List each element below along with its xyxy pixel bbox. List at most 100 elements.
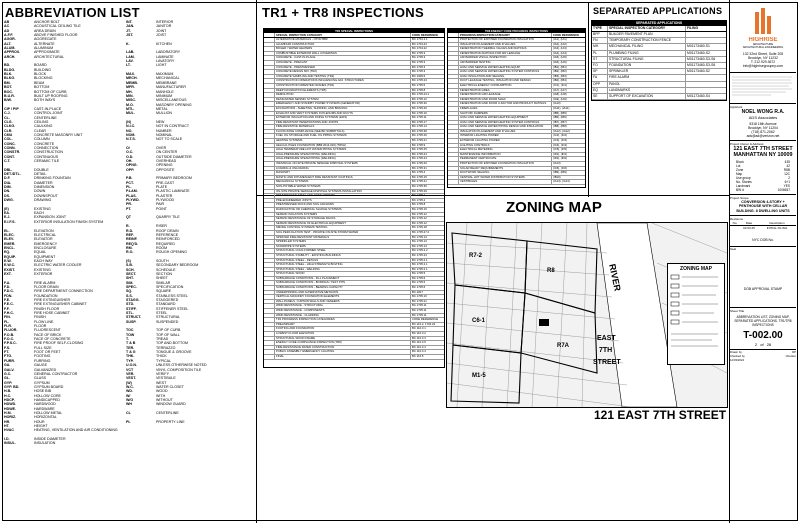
abbreviation-meaning: NOT TO SCALE xyxy=(156,137,183,142)
abbreviation-code: FDN. xyxy=(4,293,13,298)
abbreviation-meaning: DRAWING xyxy=(34,198,52,203)
inspection-category: FENESTRATION THERMAL VALUES AND RATINGS xyxy=(459,47,552,51)
code-reference: BC 1704.22 xyxy=(412,47,427,51)
row-check xyxy=(448,97,459,102)
abbreviation-meaning: FIRE DEPARTMENT CONNECTION xyxy=(34,289,93,294)
code-reference: BC 1705.3 xyxy=(412,60,426,64)
abbreviation-meaning: STRUCTURAL xyxy=(156,315,181,320)
inspection-category: HIGH-PRESSURE STEAM PIPING (WELDING) xyxy=(275,152,411,157)
abbreviation-meaning: EXISTING xyxy=(34,267,51,272)
inspection-category: EXTERIOR INSULATION AND FINISH SYSTEMS (… xyxy=(275,116,411,120)
table-row: VESTIBULES(IA14), (IA14) xyxy=(448,180,585,185)
highrise-logo xyxy=(755,8,771,34)
abbreviation-meaning: THICK xyxy=(156,354,167,359)
sheet-title-section: Sheet Title ABBREVIATION LIST, ZONING MA… xyxy=(730,307,796,347)
zone-label: R7-2 xyxy=(469,253,483,259)
abbreviation-meaning: ABOVE FINISHED FLOOR xyxy=(34,33,78,38)
application-type: FN xyxy=(592,38,608,44)
code-reference: (IA13) xyxy=(553,162,561,166)
abbreviation-meaning: SECTION xyxy=(156,271,172,276)
zone-label: C6-1 xyxy=(472,318,486,324)
code-reference: BC 1705.20 xyxy=(412,106,427,110)
abbreviation-meaning: WEST xyxy=(156,380,167,385)
abbreviation-code: PR. xyxy=(126,202,132,207)
table-row: CONCRETE SAMPLING AND TESTING (TR2)BC 19… xyxy=(264,74,444,80)
abbreviation-code: MAX. xyxy=(126,72,135,77)
table-row: HVAC AND SERVICE WATER HEATING SYSTEM CO… xyxy=(448,120,585,126)
code-reference: BC 1905.6 xyxy=(412,74,426,78)
inspection-category: SUBSURFACE CONDITIONS - BEARING CAPACITY xyxy=(275,286,411,290)
table-row: HELICAL PILES FOUNDATION (BB# 2014-020) … xyxy=(264,143,444,149)
abbreviation-meaning: LAVATORY xyxy=(156,59,175,64)
abbreviation-code: ENCL. xyxy=(4,245,15,250)
abbreviation-meaning: ALTERNATE xyxy=(34,41,55,46)
application-description: BUILDER PAVEMENT PLAN xyxy=(608,32,686,38)
legend-swatches xyxy=(670,274,718,347)
table-row: INDIVIDUAL ON-SITE PRIVATE SEWAGE DISPOS… xyxy=(264,162,444,167)
inspection-category: DUCT LEAKAGE TESTING, INSULATION AND DES… xyxy=(459,79,552,83)
inspection-category: FINAL xyxy=(275,354,411,359)
inspection-category: STRUCTURAL STABILITY - EXISTING BUILDING… xyxy=(275,253,411,258)
row-check xyxy=(264,281,275,286)
section-divider xyxy=(256,195,729,196)
abbreviation-meaning: SECONDARY BEDROOM xyxy=(156,263,199,268)
code-reference: (IC3), (IC3) xyxy=(553,139,567,143)
abbreviation-meaning: ELEVATION xyxy=(34,228,54,233)
code-reference: BC 1705.27.2 xyxy=(412,230,430,234)
table-row: FIREPLACES(IA11), (IA11) xyxy=(448,106,585,112)
table-row: ENERGY CODE COMPLIANCE INSPECTION (TR8)B… xyxy=(264,341,444,346)
abbreviation-meaning: PLASTIC LAMINATE xyxy=(156,189,190,194)
code-reference: (IA4), (IA4) xyxy=(553,51,567,55)
row-check xyxy=(264,230,275,235)
row-check xyxy=(448,102,459,106)
abbreviation-code: INT. xyxy=(126,20,133,24)
separated-applications-table: SEPARATED APPLICATIONS TYPE SPECIAL INSP… xyxy=(591,20,727,102)
column-header: SPECIAL INSPECTION CATEGORY xyxy=(275,33,411,37)
row-check xyxy=(264,309,275,313)
row-check xyxy=(448,51,459,56)
code-reference: (IB3), (IB3) xyxy=(553,74,567,78)
abbreviation-meaning: KITCHEN xyxy=(156,41,172,46)
abbreviation-meaning: STAGGERED xyxy=(156,298,179,302)
code-reference: (IB4), (IB4) xyxy=(553,79,567,83)
abbreviation-meaning: WOOD xyxy=(156,389,168,394)
inspection-category: CONCRETE SAMPLING AND TESTING (TR2) xyxy=(275,74,411,79)
table-row: ELECTRICAL ENERGY CONSUMPTION(IC1), (IC1… xyxy=(448,83,585,89)
table-row: CENTRAL HOT WATER DISTRIBUTION SYSTEMS(I… xyxy=(448,175,585,181)
legal-notes xyxy=(730,72,796,103)
abbreviation-code: (W) xyxy=(126,380,132,385)
abbreviation-meaning: BLOCKING xyxy=(34,76,53,81)
code-reference: BC 1705.13 xyxy=(412,244,427,248)
drawn-label: Drawn by xyxy=(730,350,742,355)
table-row: HVAC AND SERVICE WATER HEATING EQUIP.(IB… xyxy=(448,65,585,71)
abbreviation-meaning: CEILING xyxy=(34,119,49,124)
abbreviation-code: ALT. xyxy=(4,41,12,46)
abbreviation-row: CL.CENTERLINE xyxy=(4,116,254,120)
abbreviation-code: REINF. xyxy=(126,237,138,242)
row-check xyxy=(264,354,275,359)
abbreviation-code: P.B. xyxy=(126,176,133,181)
abbreviation-meaning: EQUAL xyxy=(34,250,47,255)
abbreviation-code: E.I.F.S. xyxy=(4,219,16,224)
abbreviation-meaning: NOT IN CONTRACT xyxy=(156,124,190,129)
row-check xyxy=(264,129,275,134)
row-check xyxy=(264,212,275,217)
sheet-count: 2 of 28 xyxy=(754,342,772,348)
applicant-firm: ADS Associates xyxy=(748,115,778,120)
notes-text-lines xyxy=(732,76,792,96)
titleblock-divider xyxy=(729,0,730,523)
